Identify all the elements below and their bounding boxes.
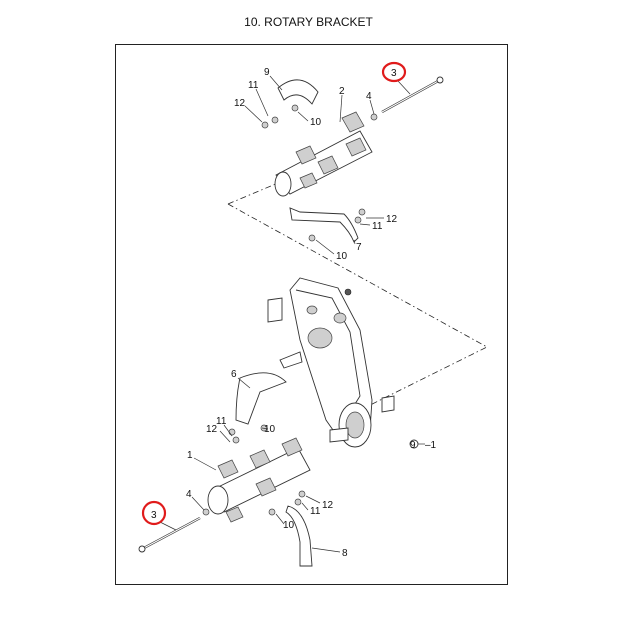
top-assembly-callouts: 9 11 12 10 2 4 3 <box>234 67 397 128</box>
callout-10: 10 <box>283 520 295 531</box>
callout-12: 12 <box>386 214 398 225</box>
highlight-markers <box>141 61 407 526</box>
callout-11: 11 <box>216 416 227 427</box>
middle-bracket-callouts: 12 11 7 10 <box>336 214 398 262</box>
page-title: 10. ROTARY BRACKET <box>244 15 373 29</box>
callout-1: 1 <box>187 450 193 461</box>
callout-3: 3 <box>391 68 397 79</box>
callout-10: 10 <box>264 424 276 435</box>
callout-4: 4 <box>186 489 192 500</box>
bottom-rotary-shaft <box>202 437 311 523</box>
bottom-clamp-6 <box>228 372 287 444</box>
callout-8: 8 <box>342 548 348 559</box>
leader-lines <box>159 75 425 553</box>
callout-12: 12 <box>206 424 218 435</box>
top-clamp-9 <box>277 79 319 105</box>
bottom-assembly-callouts: 1 4 3 12 11 10 8 <box>151 450 348 559</box>
callout-1: –1 <box>425 440 437 451</box>
callout-12: 12 <box>234 98 246 109</box>
diagram-frame <box>115 44 508 585</box>
gearbox-housing <box>267 277 419 449</box>
bottom-bolt-3 <box>138 516 201 553</box>
callout-11: 11 <box>372 221 383 232</box>
callout-12: 12 <box>322 500 334 511</box>
top-bolt-3 <box>381 76 444 114</box>
bottom-bracket-callouts: 6 11 12 10 <box>206 369 276 435</box>
callout-10: 10 <box>310 117 322 128</box>
highlight-circle-bottom <box>141 500 167 526</box>
callout-10: 10 <box>336 251 348 262</box>
callout-6: 6 <box>231 369 237 380</box>
callout-9: 9 <box>264 67 270 78</box>
callout-9: 9 <box>410 440 416 451</box>
top-hardware <box>261 104 378 129</box>
callout-11: 11 <box>310 506 321 517</box>
highlight-circle-top <box>381 61 407 83</box>
callout-7: 7 <box>356 242 362 253</box>
bottom-bracket-8 <box>268 490 313 567</box>
top-rotary-shaft <box>274 111 373 197</box>
callout-11: 11 <box>248 80 259 91</box>
callout-2: 2 <box>339 86 345 97</box>
callout-4: 4 <box>366 91 372 102</box>
middle-bracket-7 <box>289 207 366 243</box>
callout-3: 3 <box>151 510 157 521</box>
gearbox-callouts: 9 –1 <box>410 440 437 451</box>
